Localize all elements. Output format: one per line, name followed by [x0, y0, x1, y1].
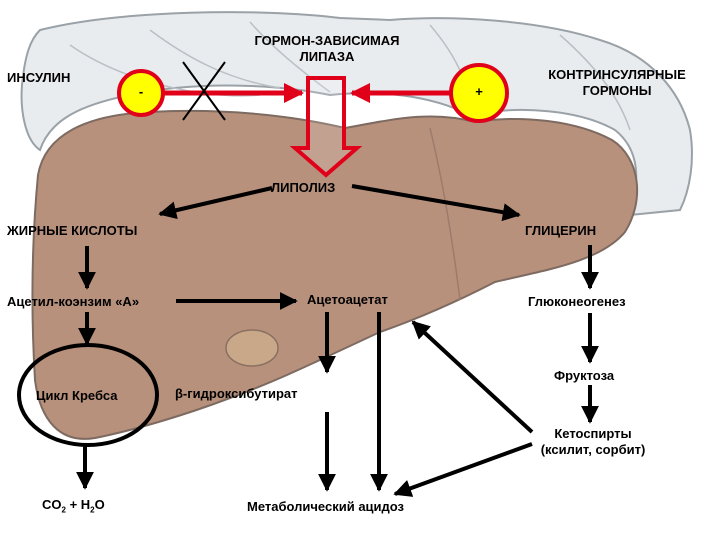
counter-hormones-line1: КОНТРИНСУЛЯРНЫЕ — [548, 67, 686, 82]
arrow-keto-acetoacetate — [411, 320, 534, 434]
counter-hormones-line2: ГОРМОНЫ — [582, 83, 652, 98]
acidosis-label: Метаболический ацидоз — [247, 499, 405, 514]
plus-sign: + — [475, 84, 483, 99]
acetoacetate-label: Ацетоацетат — [307, 292, 388, 307]
lipase-label-line1: ГОРМОН-ЗАВИСИМАЯ — [254, 33, 400, 48]
fructose-label: Фруктоза — [554, 368, 615, 383]
h2o-o: O — [94, 497, 105, 512]
membrane-fold-5 — [249, 21, 331, 93]
lipase-arrow — [289, 76, 363, 178]
co2-plus-h: + H — [69, 497, 91, 512]
membrane-shape — [20, 11, 693, 217]
membrane-fold-4 — [559, 34, 631, 131]
gluconeogenesis-label: Глюконеогенез — [528, 294, 626, 309]
lipase-label-line2: ЛИПАЗА — [299, 49, 355, 64]
block-cross-b — [182, 61, 226, 121]
insulin-label: ИНСУЛИН — [7, 70, 71, 85]
lipase-label: ГОРМОН-ЗАВИСИМАЯ ЛИПАЗА — [232, 33, 422, 65]
co2-h2o-label: CO2 + H2O — [42, 497, 105, 519]
plus-indicator — [449, 63, 509, 123]
liver-lobe-line — [429, 127, 461, 301]
counter-hormones-label: КОНТРИНСУЛЯРНЫЕ ГОРМОНЫ — [522, 67, 712, 99]
h2o-sub: 2 — [90, 505, 95, 515]
liver-shape — [31, 109, 638, 440]
arrow-lipolysis-glycerol — [351, 184, 521, 222]
glycerol-label: ГЛИЦЕРИН — [525, 223, 597, 238]
lipolysis-label: ЛИПОЛИЗ — [271, 180, 336, 195]
co2-co: CO — [42, 497, 62, 512]
fatty-acids-label: ЖИРНЫЕ КИСЛОТЫ — [7, 223, 138, 238]
co2-sub: 2 — [61, 505, 66, 515]
krebs-label: Цикл Кребса — [36, 388, 118, 403]
gallbladder-shape — [225, 329, 279, 367]
arrow-lipolysis-fatty — [158, 186, 273, 220]
hydroxybutyrate-label: β-гидроксибутират — [175, 386, 298, 401]
minus-indicator — [117, 69, 165, 117]
membrane-fold-2 — [149, 29, 281, 89]
krebs-cycle-ring — [17, 343, 159, 447]
arrow-keto-acidosis — [393, 442, 533, 497]
acetyl-coa-label: Ацетил-коэнзим «А» — [7, 294, 140, 309]
minus-sign: - — [138, 84, 144, 99]
ketospirits-label: Кетоспирты (ксилит, сорбит) — [528, 426, 658, 458]
ketospirits-line2: (ксилит, сорбит) — [540, 442, 646, 457]
ketospirits-line1: Кетоспирты — [554, 426, 632, 441]
